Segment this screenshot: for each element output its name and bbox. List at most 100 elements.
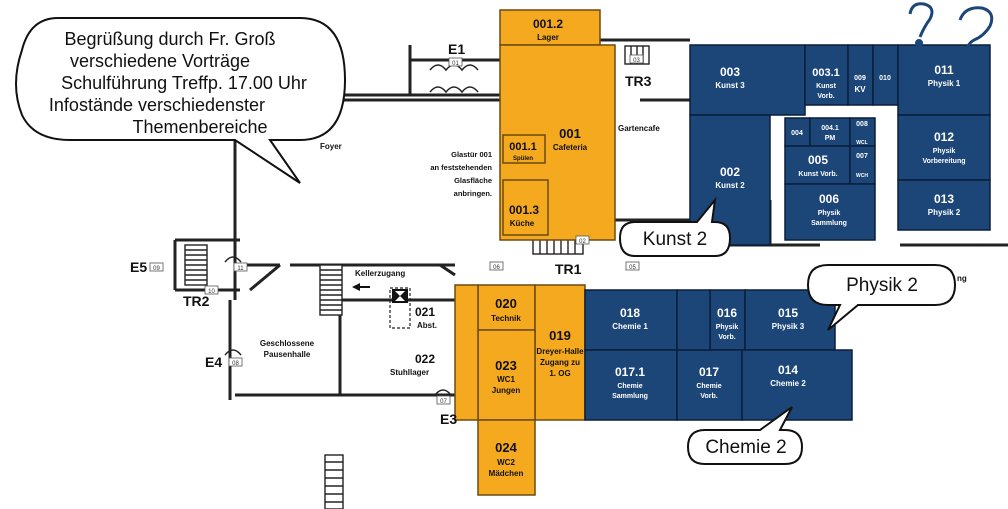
orange-area: [454, 9, 616, 496]
label-021-num: 021: [415, 305, 435, 319]
callout-chemie2: Chemie 2: [686, 406, 804, 465]
label-023-num: 023: [495, 358, 517, 373]
label-009-num: 009: [854, 75, 866, 82]
label-024-name: WC2: [497, 458, 515, 467]
label-glass-note-3: Glasfläche: [454, 176, 492, 185]
label-019-name3: 1. OG: [549, 369, 570, 378]
label-013-num: 013: [934, 192, 954, 206]
label-014-num: 014: [778, 363, 798, 377]
label-024-name2: Mädchen: [489, 469, 524, 478]
label-glass-note-1: Glastür 001: [451, 150, 492, 159]
label-011-num: 011: [934, 63, 954, 77]
bubble-line-1: Begrüßung durch Fr. Groß: [64, 29, 275, 49]
corridor-orange: [454, 284, 479, 421]
room-005: [784, 145, 851, 185]
label-tr1: TR1: [555, 261, 582, 277]
label-e1: E1: [448, 41, 465, 57]
speech-bubble-main: Begrüßung durch Fr. Groß verschiedene Vo…: [15, 17, 347, 184]
door-tag-11: 11: [237, 266, 244, 272]
callout-physik2-text: Physik 2: [846, 275, 918, 296]
label-002-num: 002: [720, 165, 740, 179]
label-012-name: Physik: [933, 148, 956, 155]
label-kellerzugang: Kellerzugang: [355, 269, 405, 278]
label-006-name2: Sammlung: [811, 220, 847, 227]
label-004-1-num: 004.1: [821, 125, 839, 132]
label-019-num: 019: [549, 328, 571, 343]
corridor-blue: [676, 289, 711, 351]
bubble-line-3: Schulführung Treffp. 17.00 Uhr: [61, 73, 307, 93]
stair-bottom: [324, 454, 344, 509]
room-003: [689, 44, 806, 116]
label-e5: E5: [130, 259, 147, 275]
room-016: [709, 289, 746, 351]
room-017: [676, 349, 743, 421]
label-017-name: Chemie: [696, 383, 721, 390]
label-tr2: TR2: [183, 293, 210, 309]
label-020-name: Technik: [491, 314, 521, 323]
label-017-1-num: 017.1: [615, 365, 645, 379]
label-001-3-name: Küche: [510, 219, 535, 228]
plan-labels: E1 E3 E4 E5 TR1 TR2 TR3 Foyer Gartencafe…: [130, 41, 967, 427]
label-017-num: 017: [699, 365, 719, 379]
label-019-name2: Zugang zu: [540, 358, 580, 367]
label-007-name: WCH: [856, 173, 868, 179]
label-glass-note-2: an feststehenden: [430, 163, 492, 172]
callout-physik2: Physik 2: [806, 264, 957, 331]
label-foyer: Foyer: [320, 142, 342, 151]
label-024-num: 024: [495, 440, 517, 455]
label-021-name: Abst.: [417, 321, 437, 330]
hatched-box: [389, 287, 411, 329]
blue-area: [584, 44, 991, 421]
label-018-name: Chemie 1: [612, 322, 648, 331]
label-022-num: 022: [415, 352, 435, 366]
question-mark-icon: [908, 2, 994, 60]
label-cut-ng: ng: [957, 274, 967, 283]
room-003-1: [804, 44, 849, 106]
label-011-name: Physik 1: [928, 79, 961, 88]
label-015-num: 015: [778, 306, 798, 320]
room-019: [534, 284, 586, 421]
label-001-3-num: 001.3: [509, 203, 539, 217]
door-tag-03: 03: [633, 58, 640, 64]
label-001-1-num: 001.1: [509, 141, 537, 153]
stairs: [184, 45, 650, 509]
label-007-num: 007: [856, 153, 868, 160]
room-018: [584, 289, 678, 351]
label-003-1-name: Kunst: [816, 83, 837, 90]
room-013: [897, 179, 991, 231]
hourglass-icon: [392, 289, 408, 303]
label-010-num: 010: [879, 75, 891, 82]
orange-room-labels: 001.2 Lager 001 Cafeteria 001.1 Spülen 0…: [489, 17, 588, 478]
label-015-name: Physik 3: [772, 322, 805, 331]
label-005-num: 005: [808, 153, 828, 167]
door-tag-06: 06: [493, 265, 500, 271]
label-006-num: 006: [819, 192, 839, 206]
label-019-name: Dreyer-Halle: [536, 347, 584, 356]
label-008-num: 008: [856, 121, 868, 128]
label-012-num: 012: [934, 130, 954, 144]
label-001-num: 001: [559, 126, 581, 141]
label-017-name2: Vorb.: [700, 393, 717, 400]
label-pausenhalle-2: Pausenhalle: [264, 350, 311, 359]
label-004-num: 004: [791, 130, 803, 137]
label-018-num: 018: [620, 306, 640, 320]
label-e4: E4: [205, 354, 222, 370]
label-003-1-name2: Vorb.: [817, 93, 834, 100]
label-013-name: Physik 2: [928, 208, 961, 217]
room-024: [477, 419, 536, 496]
room-004-1: [809, 117, 851, 147]
label-008-name: WCL: [856, 140, 867, 146]
label-016-num: 016: [717, 306, 737, 320]
label-022-name: Stuhllager: [390, 368, 429, 377]
bubble-line-5: Themenbereiche: [132, 117, 267, 137]
room-012: [897, 114, 991, 181]
label-001-name: Cafeteria: [553, 143, 588, 152]
label-tr3: TR3: [625, 73, 652, 89]
door-tag-07: 07: [440, 399, 447, 405]
door-tag-02: 02: [579, 239, 586, 245]
label-glass-note-4: anbringen.: [454, 189, 492, 198]
blue-room-labels: 003 Kunst 3 003.1 Kunst Vorb. 009 KV 010…: [612, 63, 965, 400]
label-020-num: 020: [495, 296, 517, 311]
label-009-name: KV: [854, 85, 866, 94]
